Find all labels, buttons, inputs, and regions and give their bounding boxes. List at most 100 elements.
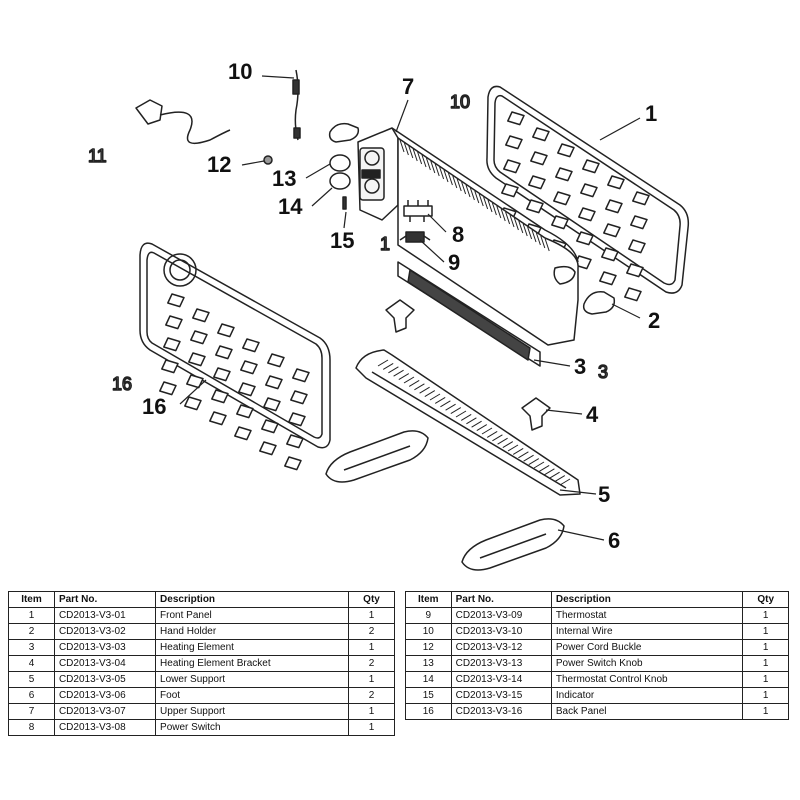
vent-line [496,205,502,219]
cell-item: 5 [8,671,55,688]
cell-part-no: CD2013-V3-08 [53,719,157,736]
table-header-row: Item Part No. Description Qty [405,591,789,608]
grille-slot [190,330,208,345]
grille-slot [234,426,252,441]
grille-slot [526,199,544,214]
cell-part-no: CD2013-V3-04 [53,655,157,672]
cell-part-no: CD2013-V3-16 [450,703,552,720]
callout-2: 2 [648,308,660,333]
tray-slot [502,441,514,449]
cell-description: Power Cord Buckle [550,639,744,656]
grille-slot [505,135,523,150]
grille-slot [551,215,569,230]
header-part-no: Part No. [450,591,552,608]
tray-slot [544,468,555,476]
tray-slot [549,471,560,479]
grille-slot [601,247,619,262]
tray-slot [554,475,566,483]
tray-slot [388,366,399,374]
cell-part-no: CD2013-V3-10 [450,623,552,640]
ghost-label: 1 [380,234,390,254]
callout-3: 3 [574,354,586,379]
indicator-part [342,196,347,210]
foot-part [325,430,565,571]
vent-line [465,184,471,198]
vent-line [399,139,405,153]
header-part-no: Part No. [53,591,157,608]
tray-slot [424,390,436,398]
cell-part-no: CD2013-V3-06 [53,687,157,704]
tray-slot [523,454,534,462]
vent-line [434,163,440,177]
grille-slot [528,175,546,190]
cell-part-no: CD2013-V3-01 [53,607,157,624]
grille-slot [288,412,306,427]
header-qty: Qty [348,591,395,608]
ghost-label: 10 [450,92,470,112]
grille-slot [507,111,525,126]
cell-item: 2 [8,623,55,640]
cell-item: 1 [8,607,55,624]
thermostat-part [399,231,431,243]
grille-slot [188,352,206,367]
vent-line [421,154,427,168]
cell-part-no: CD2013-V3-14 [450,671,552,688]
header-description: Description [155,591,350,608]
tray-slot [507,444,519,452]
vent-line [412,148,418,162]
power-switch-knob-part [329,154,351,172]
grille-slot [286,434,304,449]
grille-slot [213,367,231,382]
grille-slot [240,360,258,375]
front-panel-part [486,85,690,302]
vent-line [408,145,414,159]
vent-line [535,232,541,246]
cell-description: Power Switch Knob [550,655,744,672]
grille-slot [159,381,177,396]
vent-line [417,151,423,165]
vent-line [500,208,506,222]
cell-part-no: CD2013-V3-05 [53,671,157,688]
grille-slot [624,287,642,302]
header-item: Item [405,591,452,608]
tray-slot [455,410,467,418]
vent-line [483,196,489,210]
tray-slot [414,383,425,391]
callout-9: 9 [448,250,460,275]
header-description: Description [550,591,744,608]
callout-6: 6 [608,528,620,553]
grille-slot [163,337,181,352]
grille-slot [165,315,183,330]
callout-5: 5 [598,482,610,507]
callout-12: 12 [207,152,231,177]
vent-line [456,178,462,192]
cap-part [328,122,360,143]
cell-part-no: CD2013-V3-13 [450,655,552,672]
grille-slot [211,389,229,404]
grille-slot [578,207,596,222]
callout-7: 7 [402,74,414,99]
cell-part-no: CD2013-V3-07 [53,703,157,720]
tray-slot [471,420,482,428]
callout-13: 13 [272,166,296,191]
cell-qty: 2 [348,655,395,672]
tray-slot [476,424,488,432]
cell-qty: 1 [742,687,789,704]
tray-slot [466,417,477,425]
vent-line [487,199,493,213]
ghost-label: 11 [88,146,107,166]
cell-part-no: CD2013-V3-02 [53,623,157,640]
cell-description: Thermostat Control Knob [550,671,744,688]
grille-slot [501,183,519,198]
internal-wire-part [292,69,301,141]
vent-line [527,226,533,240]
tray-slot [538,464,550,472]
tray-slot [518,451,529,459]
